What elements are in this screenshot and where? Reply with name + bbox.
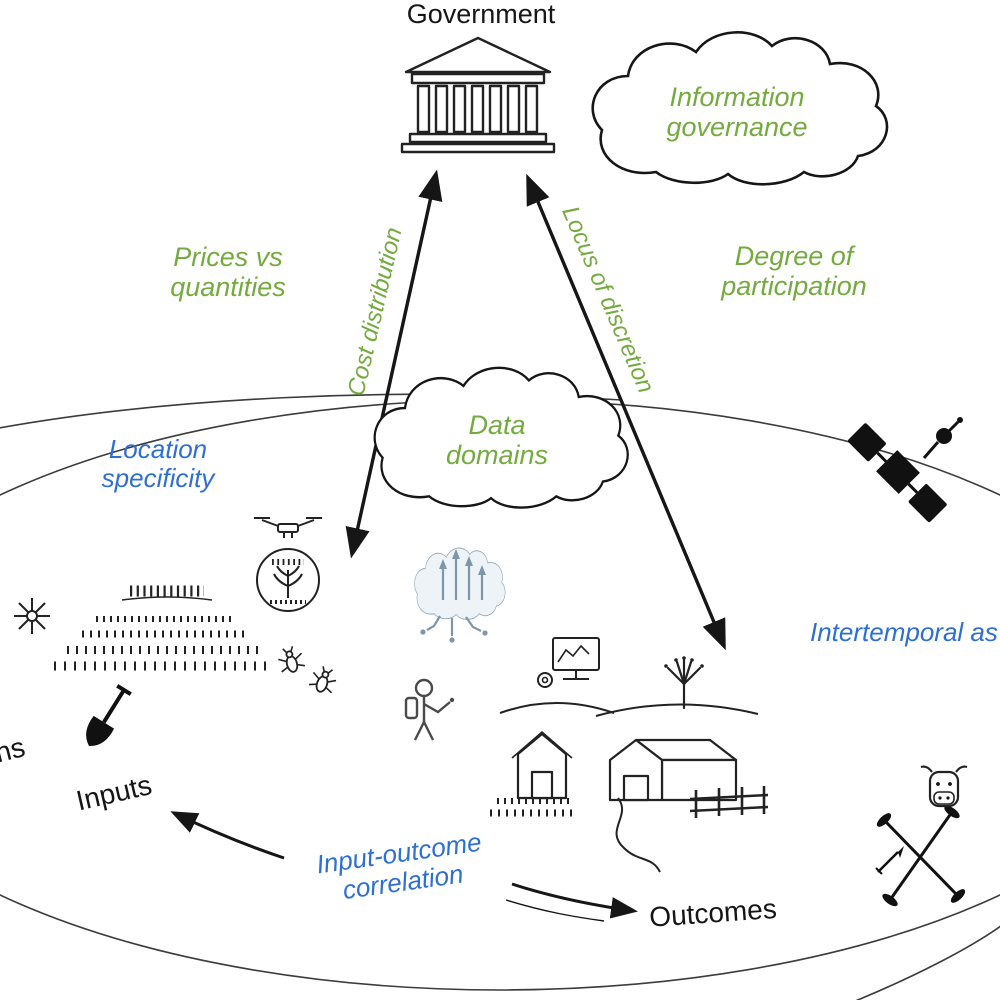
cow-head-icon [920, 765, 968, 808]
insect-icons [278, 646, 337, 694]
data-domains-label: Data domains [446, 410, 548, 470]
crop-field-icon [54, 585, 272, 671]
barn-icon [511, 730, 573, 800]
data-domains-line1: Data [468, 409, 526, 440]
information-governance-label: Information governance [666, 82, 807, 142]
shovel-icon [86, 684, 132, 746]
prices-line2: quantities [170, 272, 286, 302]
large-barn-icon [608, 738, 738, 802]
prices-line1: Prices vs [173, 241, 283, 272]
intertemporal-text: Intertemporal as [810, 617, 998, 647]
hills [499, 702, 759, 717]
smart-data-cloud-icon [414, 547, 506, 643]
outcomes-arrow-underline [505, 899, 605, 922]
computer-monitor-icon [537, 637, 600, 688]
cost-arrow [345, 169, 443, 559]
crop-scouting-circle-icon [256, 548, 320, 612]
outcomes-arrow [511, 882, 639, 919]
prices-vs-quantities-label: Prices vs quantities [170, 242, 286, 302]
drone-icon [254, 517, 322, 538]
degree-line2: participation [721, 271, 867, 301]
location-line1: Location [108, 433, 208, 464]
intertemporal-label: Intertemporal as [810, 617, 998, 648]
government-building-icon [400, 36, 556, 154]
tree-icon [664, 656, 704, 710]
government-label: Government [407, 0, 556, 29]
farmer-sprayer-icon [404, 678, 455, 741]
satellite-dish-icon [922, 417, 963, 459]
data-domains-line2: domains [445, 440, 549, 470]
footpath [615, 797, 661, 873]
degree-line1: Degree of [734, 240, 854, 271]
degree-of-participation-label: Degree of participation [721, 241, 867, 301]
inputs-arrow [170, 811, 285, 860]
field-rows-icon [490, 798, 576, 817]
location-specificity-label: Location specificity [101, 433, 215, 493]
information-governance-line1: Information [669, 81, 805, 112]
livestock-harvest-icon [875, 765, 968, 907]
discretion-arrow [526, 173, 726, 651]
fence-icon [689, 786, 769, 818]
dart-icon [875, 846, 904, 875]
government-label-text: Government [406, 0, 556, 29]
information-governance-line2: governance [666, 112, 808, 142]
location-line2: specificity [101, 463, 215, 493]
sun-icon [14, 598, 50, 634]
satellite-icon [847, 417, 963, 523]
